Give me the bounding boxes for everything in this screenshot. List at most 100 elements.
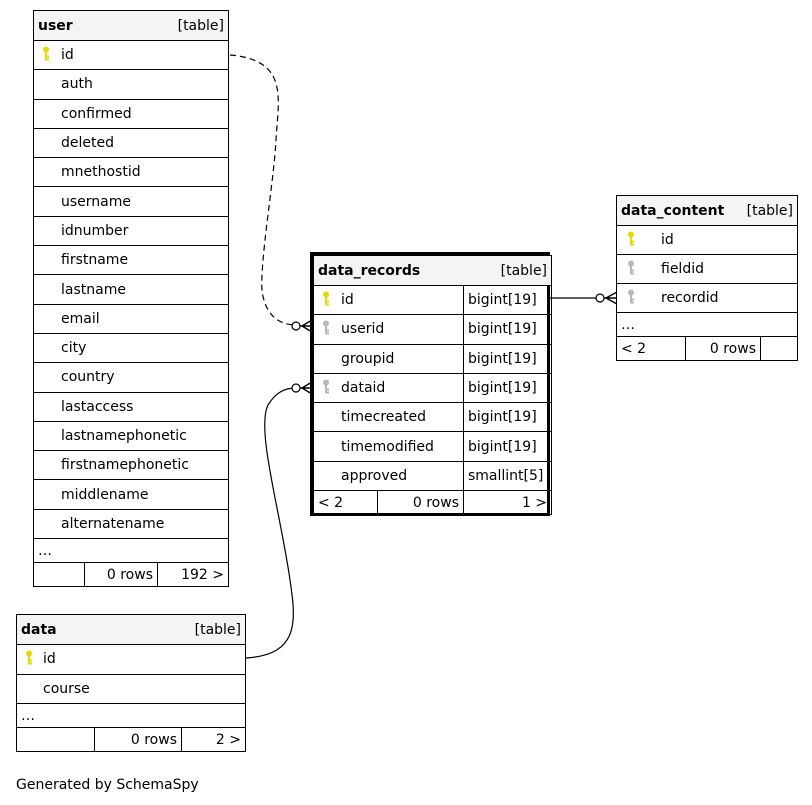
column-row[interactable]: mnethostid [33,157,229,188]
column-name: auth [61,76,93,93]
column-row[interactable]: firstnamephonetic [33,450,229,481]
footer-parents[interactable]: < 2 [616,336,686,361]
column-row[interactable]: timemodified bigint[19] [313,431,553,462]
column-row[interactable]: country [33,362,229,393]
footer-rows: 0 rows [685,336,761,361]
column-name: id [341,292,354,309]
footer-rows: 0 rows [84,562,158,588]
column-row[interactable]: auth [33,69,229,100]
column-type: bigint[19] [462,402,553,433]
footer-rows: 0 rows [377,490,464,516]
footer-left [33,562,85,588]
edge-data-data-records-zero-marker [291,383,301,393]
footer-parents[interactable]: < 2 [313,490,378,516]
column-type: smallint[5] [462,460,553,492]
column-name: userid [341,321,385,338]
column-name: country [61,369,115,386]
column-name: lastnamephonetic [61,428,187,444]
table-kind: [table] [177,17,224,34]
primary-key-icon [627,231,635,250]
column-name: firstnamephonetic [61,457,189,474]
table-header[interactable]: data_content [table] [615,195,799,226]
column-row[interactable]: recordid [615,283,799,313]
column-row[interactable]: id [15,644,247,675]
table-user[interactable]: user [table] id auth confirmed deleted mneth… [33,10,229,588]
table-kind: [table] [500,262,548,279]
column-row[interactable]: groupid bigint[19] [313,343,553,374]
primary-key-icon [25,650,33,669]
column-name: id [61,47,74,64]
column-name: city [61,340,87,357]
column-row[interactable]: lastnamephonetic [33,420,229,452]
column-type: bigint[19] [462,431,553,462]
column-name: firstname [61,252,129,269]
column-row[interactable]: course [15,673,247,704]
foreign-key-icon [627,260,635,279]
column-row[interactable]: id bigint[19] [313,284,553,316]
column-row[interactable]: middlename [33,479,229,510]
column-name: timecreated [341,409,426,426]
column-row[interactable]: email [33,303,229,334]
table-kind: [table] [746,202,794,219]
column-type: bigint[19] [462,284,553,316]
column-name: idnumber [61,222,129,239]
edge-data-data-records [245,387,297,659]
table-header[interactable]: data_records [table] [312,255,553,286]
column-name: deleted [61,135,114,152]
foreign-key-icon [322,379,330,398]
table-data-content[interactable]: data_content [table] id fieldid recordid …… [615,195,799,361]
ellipsis-row: … [33,538,229,564]
column-row[interactable]: deleted [33,127,229,159]
foreign-key-icon [627,289,635,308]
edge-user-data-records-zero-marker [291,321,301,331]
footer-children[interactable]: 1 > [462,490,553,516]
column-row[interactable]: alternatename [33,508,229,540]
column-name: lastname [61,281,126,298]
column-name: dataid [341,380,386,397]
column-name: id [661,232,674,248]
column-row[interactable]: idnumber [33,215,229,247]
table-kind: [table] [194,621,242,638]
column-row[interactable]: lastname [33,274,229,305]
primary-key-icon [42,46,50,65]
edge-data-records-data-content-zero-marker [595,293,605,303]
ellipsis-row: … [615,312,799,337]
column-name: groupid [341,350,395,367]
column-name: lastaccess [61,398,134,415]
column-row[interactable]: userid bigint[19] [313,314,553,345]
column-name: confirmed [61,105,132,122]
column-row[interactable]: id [33,39,229,71]
footer-children [759,336,799,361]
column-name: alternatename [61,515,165,532]
table-name: data_records [318,262,421,279]
footer-rows: 0 rows [94,727,182,752]
column-row[interactable]: timecreated bigint[19] [313,402,553,433]
column-row[interactable]: city [33,332,229,364]
footer-children[interactable]: 2 > [180,727,247,752]
column-row[interactable]: username [33,186,229,217]
column-name: timemodified [341,438,434,455]
table-name: user [38,17,73,34]
column-row[interactable]: lastaccess [33,391,229,422]
table-name: data_content [621,202,725,219]
primary-key-icon [322,291,330,310]
table-header[interactable]: data [table] [15,614,247,645]
column-row[interactable]: firstname [33,245,229,276]
column-name: middlename [61,486,149,503]
column-name: id [43,651,56,668]
edge-user-data-records [229,54,297,326]
column-row[interactable]: confirmed [33,98,229,129]
column-row[interactable]: fieldid [615,254,799,284]
foreign-key-icon [322,320,330,339]
table-data-records[interactable]: data_records [table] id bigint[19] userid b… [310,252,553,516]
column-type: bigint[19] [462,343,553,374]
column-name: recordid [661,290,719,306]
footer-children[interactable]: 192 > [157,562,229,588]
table-header[interactable]: user [table] [33,10,229,41]
column-row[interactable]: id [615,225,799,255]
column-type: bigint[19] [462,314,553,345]
column-name: username [61,193,131,210]
